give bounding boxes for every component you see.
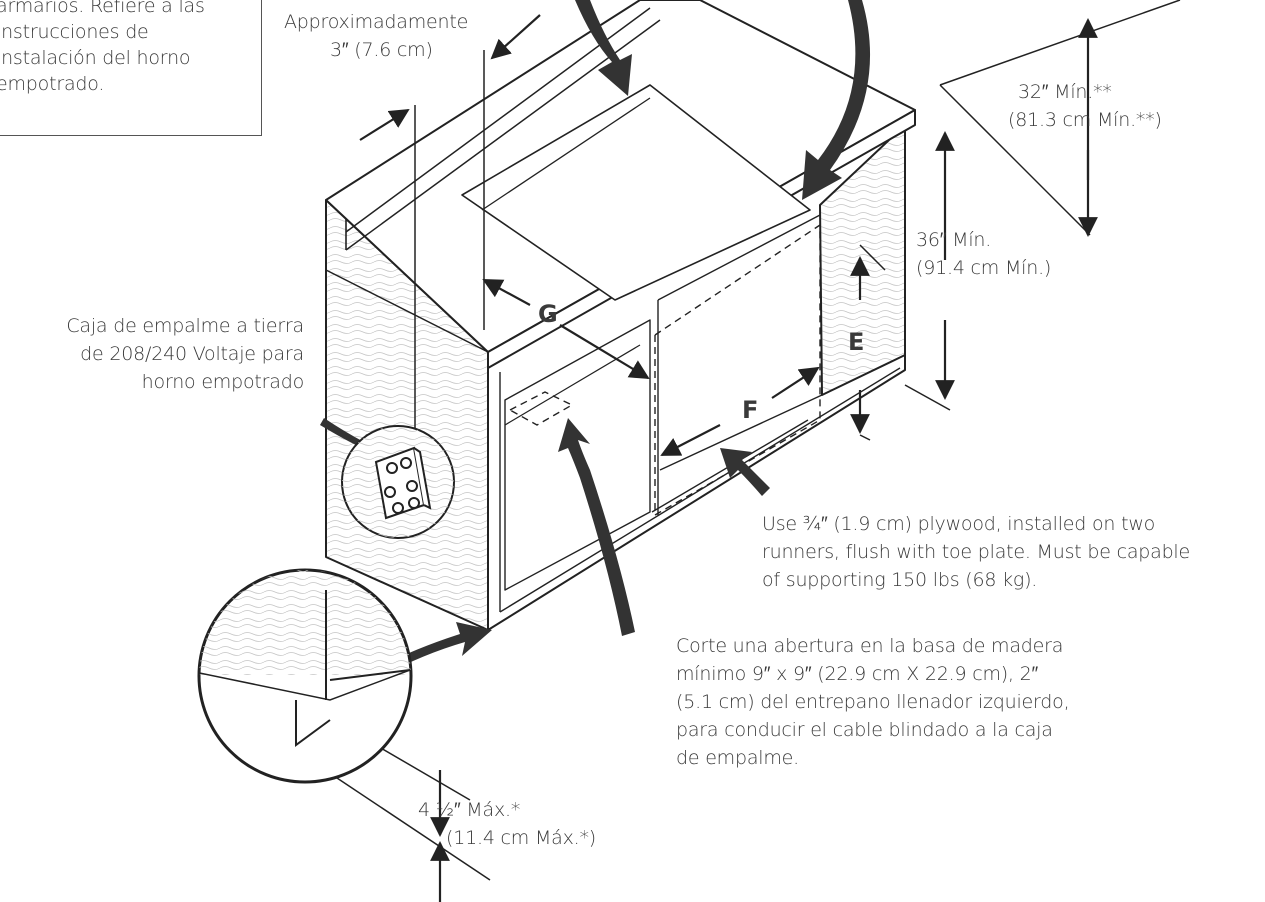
plywood-line-1: Use ¾″ (1.9 cm) plywood, installed on tw…: [762, 513, 1156, 535]
arrow-f-left: [660, 424, 721, 456]
arrow-3in-left: [359, 108, 410, 141]
note-line-1: armarios. Refiere a las: [0, 0, 205, 17]
approx-value: 3″ (7.6 cm): [330, 39, 433, 61]
max45-in: 4 ½″ Máx.*: [418, 799, 521, 821]
label-f: F: [742, 396, 758, 424]
junction-line-3: horno empotrado: [141, 371, 305, 393]
arrow-f-right: [771, 366, 820, 399]
min36-in: 36″ Mín.: [916, 229, 992, 251]
opening-line-1: Corte una abertura en la basa de madera: [676, 635, 1064, 657]
note-box: [0, 0, 262, 136]
plywood-line-2: runners, flush with toe plate. Must be c…: [762, 541, 1190, 563]
callout-arrow-top: [575, 0, 632, 96]
arrow-g-right: [559, 324, 650, 380]
opening-line-3: (5.1 cm) del entrepano llenador izquierd…: [676, 691, 1070, 713]
min32-in: 32″ Mín.**: [1018, 81, 1112, 103]
dimension-arrows: [359, 14, 1098, 902]
opening-line-4: para conducir el cable blindado a la caj…: [676, 719, 1053, 741]
junction-box-detail: [341, 425, 455, 539]
toe-kick-detail: [197, 568, 413, 784]
junction-line-1: Caja de empalme a tierra: [66, 315, 304, 337]
arrow-g-left: [482, 279, 531, 306]
junction-box-icon: [374, 446, 432, 520]
note-line-2: instrucciones de: [0, 21, 149, 43]
plywood-line-3: of supporting 150 lbs (68 kg).: [762, 569, 1038, 591]
arrow-3in-right: [490, 14, 541, 60]
label-g: G: [538, 300, 558, 328]
min32-cm: (81.3 cm Mín.**): [1008, 109, 1162, 131]
min36-cm: (91.4 cm Mín.): [916, 257, 1052, 279]
opening-line-5: de empalme.: [676, 747, 800, 769]
max45-cm: (11.4 cm Máx.*): [446, 827, 596, 849]
junction-line-2: de 208/240 Voltaje para: [80, 343, 304, 365]
note-line-4: empotrado.: [0, 73, 105, 95]
note-line-3: instalación del horno: [0, 47, 191, 69]
cooktop-cutout: [461, 84, 811, 301]
approx-label: Approximadamente: [284, 11, 469, 33]
callout-arrow-right: [802, 0, 871, 200]
callout-arrow-plywood: [720, 448, 770, 496]
callout-arrow-opening: [558, 418, 635, 636]
opening-line-2: mínimo 9″ x 9″ (22.9 cm X 22.9 cm), 2″: [676, 663, 1039, 685]
label-e: E: [848, 328, 864, 356]
oven-opening-dashed: [509, 224, 821, 516]
